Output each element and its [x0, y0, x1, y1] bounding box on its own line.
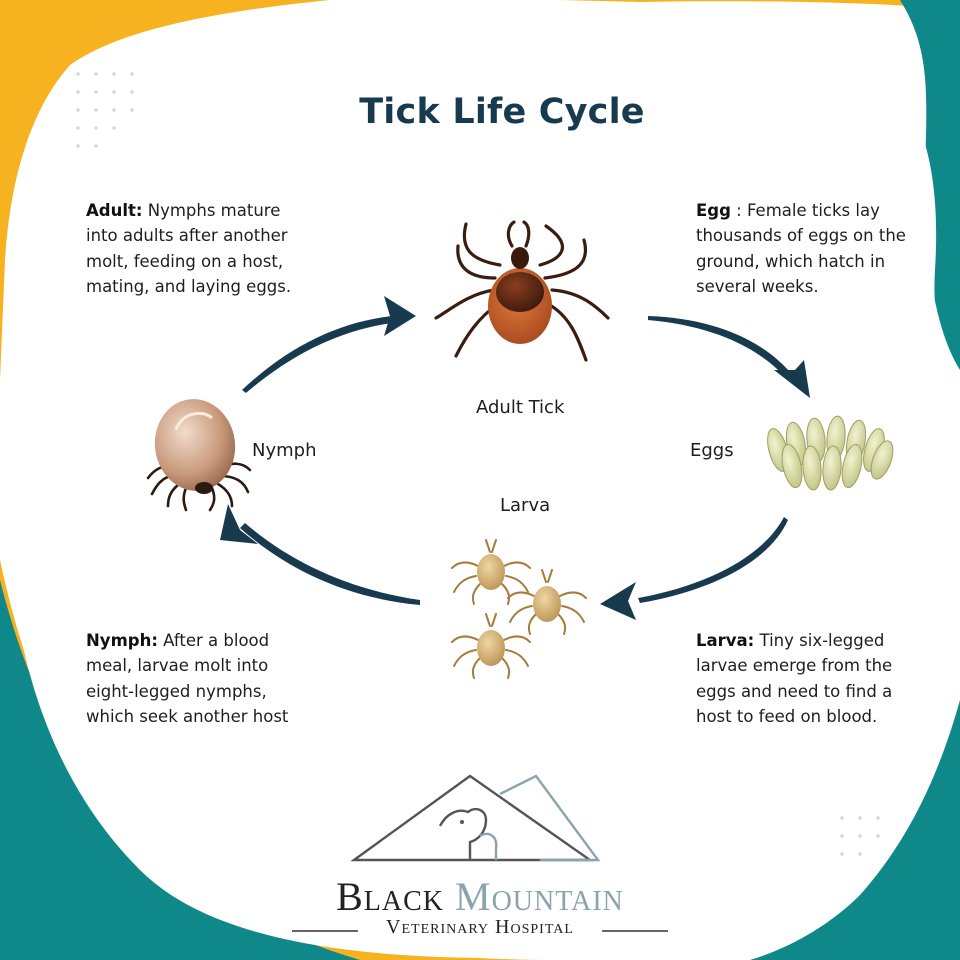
page-title: Tick Life Cycle — [359, 92, 645, 132]
nymph-line-1: After a blood — [157, 631, 270, 650]
logo-tagline: Veterinary Hospital — [0, 916, 960, 939]
egg-description: Egg : Female ticks lay thousands of eggs… — [696, 198, 946, 299]
larva-description: Larva: Tiny six-legged larvae emerge fro… — [696, 628, 946, 729]
nymph-label: Nymph — [252, 440, 317, 461]
mountain-logo-icon — [350, 774, 601, 862]
nymph-line-4: which seek another host — [86, 706, 289, 726]
larva-2 — [507, 569, 587, 635]
arrow-larva-to-nymph — [220, 504, 420, 605]
larva-line-3: eggs and need to find a — [696, 681, 893, 701]
bottom-teal-shape — [0, 580, 360, 960]
white-blob — [8, 3, 959, 958]
adult-line-2: into adults after another — [86, 226, 288, 246]
arrow-eggs-to-larva — [600, 517, 788, 620]
larva-line-2: larvae emerge from the — [696, 656, 893, 676]
egg-term: Egg — [696, 201, 731, 220]
adult-line-4: mating, and laying eggs. — [86, 276, 292, 296]
nymph-image — [146, 399, 252, 512]
arrow-adult-to-eggs — [648, 316, 810, 398]
top-left-orange-shape — [0, 0, 330, 380]
top-right-orange-shape — [560, 0, 960, 10]
adult-tick-image — [434, 220, 610, 362]
logo-tagline-text: Veterinary Hospital — [386, 916, 574, 938]
egg-line-2: thousands of eggs on the — [696, 226, 906, 246]
adult-term: Adult: — [86, 201, 143, 220]
logo-name: Black Mountain — [0, 873, 960, 920]
nymph-term: Nymph: — [86, 631, 158, 650]
nymph-description: Nymph: After a blood meal, larvae molt i… — [86, 628, 346, 729]
larva-3 — [451, 613, 531, 679]
arrow-nymph-to-adult — [242, 296, 416, 393]
adult-tick-shield — [496, 272, 544, 312]
eggs-image — [767, 415, 894, 491]
larva-line-1: Tiny six-legged — [754, 631, 885, 650]
logo-word-black: Black — [336, 874, 445, 919]
egg-line-4: several weeks. — [696, 276, 819, 296]
nymph-line-2: meal, larvae molt into — [86, 656, 269, 676]
larvae-image — [451, 539, 587, 679]
larva-line-4: host to feed on blood. — [696, 706, 878, 726]
egg-line-1: : Female ticks lay — [730, 201, 880, 220]
nymph-line-3: eight-legged nymphs, — [86, 681, 267, 701]
larva-1 — [451, 539, 531, 605]
larva-label: Larva — [500, 495, 551, 516]
ornament-icon — [930, 90, 960, 102]
larva-term: Larva: — [696, 631, 755, 650]
adult-line-3: molt, feeding on a host, — [86, 251, 284, 271]
logo-word-mountain: Mountain — [455, 874, 624, 919]
adult-line-1: Nymphs mature — [142, 201, 281, 220]
adult-description: Adult: Nymphs mature into adults after a… — [86, 198, 346, 299]
adult-tick-label: Adult Tick — [476, 397, 565, 418]
bottom-right-teal-shape — [750, 700, 960, 960]
eggs-label: Eggs — [690, 440, 734, 461]
dot-pattern — [76, 72, 880, 856]
egg-line-3: ground, which hatch in — [696, 251, 886, 271]
